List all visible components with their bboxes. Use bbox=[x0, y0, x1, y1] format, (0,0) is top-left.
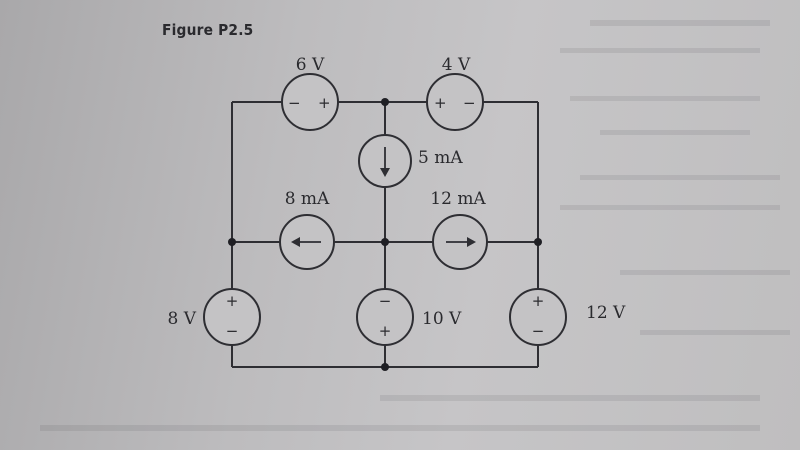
voltage-source-10v: − + 10 V bbox=[356, 288, 462, 346]
v8-minus-sign: − bbox=[226, 322, 239, 340]
i8-label: 8 mA bbox=[285, 189, 330, 209]
current-source-8ma: 8 mA bbox=[279, 189, 335, 270]
v12-label: 12 V bbox=[586, 303, 626, 323]
current-source-5ma: 5 mA bbox=[358, 134, 463, 188]
v10-minus-sign: − bbox=[379, 292, 392, 310]
v8-label: 8 V bbox=[168, 309, 197, 329]
voltage-source-8v: + − 8 V bbox=[168, 288, 261, 346]
v12-plus-sign: + bbox=[532, 292, 545, 310]
node-mid-right bbox=[534, 238, 542, 246]
node-mid-center bbox=[381, 238, 389, 246]
v12-minus-sign: − bbox=[532, 322, 545, 340]
v8-plus-sign: + bbox=[226, 292, 239, 310]
v4-label: 4 V bbox=[442, 55, 471, 75]
voltage-source-6v: − + 6 V bbox=[281, 55, 339, 131]
node-top-center bbox=[381, 98, 389, 106]
voltage-source-4v: + − 4 V bbox=[426, 55, 484, 131]
node-mid-left bbox=[228, 238, 236, 246]
i5-label: 5 mA bbox=[418, 148, 463, 168]
down-arrowhead-icon bbox=[380, 168, 390, 177]
v6-plus-sign: + bbox=[318, 94, 331, 112]
right-arrowhead-icon bbox=[467, 237, 476, 247]
v6-label: 6 V bbox=[296, 55, 325, 75]
voltage-source-12v: + − 12 V bbox=[509, 288, 626, 346]
wires bbox=[231, 101, 539, 368]
i12-label: 12 mA bbox=[430, 189, 486, 209]
nodes bbox=[228, 98, 542, 371]
v4-plus-sign: + bbox=[434, 94, 447, 112]
current-source-12ma: 12 mA bbox=[430, 189, 488, 270]
v10-label: 10 V bbox=[422, 309, 462, 329]
figure-title: Figure P2.5 bbox=[162, 21, 254, 39]
left-arrowhead-icon bbox=[291, 237, 300, 247]
v10-plus-sign: + bbox=[379, 322, 392, 340]
v4-minus-sign: − bbox=[463, 94, 476, 112]
v6-minus-sign: − bbox=[288, 94, 301, 112]
node-bottom-center bbox=[381, 363, 389, 371]
